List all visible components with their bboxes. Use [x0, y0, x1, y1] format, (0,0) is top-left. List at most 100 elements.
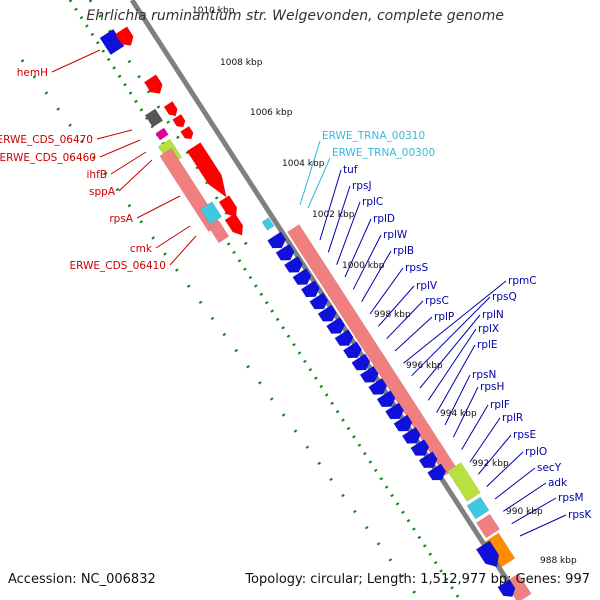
- reverse-cds: [475, 540, 500, 568]
- trna-label: ERWE_TRNA_00310: [322, 130, 425, 142]
- leader-line: [394, 316, 433, 352]
- gene-label-right: adk: [548, 477, 568, 489]
- forward-cds: [114, 26, 134, 46]
- reverse-cds: [300, 280, 320, 298]
- gene-label-right: rplV: [416, 280, 438, 292]
- scale-tick-label: 1010 kbp: [192, 6, 235, 16]
- gene-label-right: rpsE: [513, 429, 536, 441]
- gene-label-right: tuf: [343, 164, 358, 176]
- gene-label-left: cmk: [130, 243, 153, 255]
- leader-line: [494, 467, 536, 500]
- leader-line: [386, 300, 424, 340]
- gene-bar: [504, 573, 532, 600]
- gene-label-right: rplB: [393, 245, 414, 257]
- leader-line: [519, 514, 567, 537]
- leader-line: [486, 451, 524, 488]
- leader-line: [452, 386, 479, 438]
- gene-label-right: rpsN: [472, 369, 496, 381]
- scale-tick-label: 992 kbp: [472, 459, 509, 469]
- reverse-cds: [368, 377, 388, 395]
- leader-line: [155, 225, 191, 249]
- gene-label-right: rpsS: [405, 262, 428, 274]
- gene-label-right: rplC: [362, 196, 383, 208]
- scale-tick-label: 996 kbp: [406, 361, 443, 371]
- leader-line: [427, 328, 477, 401]
- gene-label-right: rpsK: [568, 509, 592, 521]
- gene-label-left: sppA: [89, 186, 116, 198]
- scale-tick-label: 1002 kbp: [312, 210, 355, 220]
- forward-cds: [224, 213, 244, 236]
- reverse-cds: [385, 402, 405, 420]
- leader-line: [336, 201, 361, 265]
- gene-label-right: rplE: [477, 339, 498, 351]
- scale-tick-label: 1004 kbp: [282, 159, 325, 169]
- forward-cds: [180, 125, 194, 140]
- gene-label-left: hemH: [17, 67, 48, 79]
- gene-label-left: ERWE_CDS_06470: [0, 134, 93, 146]
- trna-feature: [261, 217, 275, 231]
- reverse-cds: [342, 341, 362, 359]
- scale-tick-label: 990 kbp: [506, 507, 543, 517]
- reverse-cds: [376, 390, 396, 408]
- reverse-cds: [427, 463, 447, 481]
- reverse-cds: [334, 329, 354, 347]
- leader-line: [352, 234, 382, 290]
- reverse-cds: [275, 243, 295, 261]
- leader-line: [299, 140, 321, 206]
- leader-line: [403, 280, 507, 364]
- genome-title: Ehrlichia ruminantium str. Welgevonden, …: [86, 8, 504, 24]
- gene-label-right: rplO: [525, 446, 547, 458]
- gene-bar: [476, 513, 500, 539]
- forward-cds: [186, 142, 227, 198]
- leader-line: [327, 185, 351, 253]
- gene-label-right: rplF: [490, 399, 510, 411]
- gene-bar: [208, 220, 230, 244]
- gene-label-right: rplD: [373, 213, 395, 225]
- gene-label-left: ERWE_CDS_06460: [0, 152, 96, 164]
- reverse-cds: [309, 292, 329, 310]
- leader-line: [169, 235, 197, 266]
- gene-label-right: rpmC: [508, 275, 537, 287]
- leader-line: [419, 314, 481, 389]
- leader-line: [469, 417, 501, 463]
- reverse-cds: [410, 439, 430, 456]
- gene-label-right: rplX: [478, 323, 499, 335]
- gene-label-right: rplR: [502, 412, 523, 424]
- leader-line: [118, 159, 153, 192]
- reverse-cds: [497, 579, 516, 597]
- reverse-cds: [317, 304, 337, 322]
- reverse-cds: [99, 28, 125, 56]
- reverse-cds: [401, 426, 421, 444]
- scale-tick-label: 1000 kbp: [342, 261, 385, 271]
- accession-text: Accession: NC_006832: [8, 572, 156, 587]
- gene-label-left: rpsA: [109, 213, 133, 225]
- gene-label-left: ERWE_CDS_06410: [69, 260, 166, 272]
- scale-tick-label: 994 kbp: [440, 409, 477, 419]
- gene-label-right: rpsJ: [352, 180, 372, 192]
- leader-line: [110, 151, 147, 175]
- leader-line: [503, 482, 547, 512]
- leader-line: [307, 157, 331, 209]
- leader-line: [461, 404, 489, 450]
- leader-line: [477, 434, 512, 475]
- leader-line: [361, 250, 392, 302]
- reverse-cds: [292, 268, 312, 285]
- genome-summary: Topology: circular; Length: 1,512,977 bp…: [245, 572, 590, 587]
- reverse-cds: [326, 316, 346, 334]
- gene-label-right: rpsH: [480, 381, 504, 393]
- cds-gray: [144, 108, 164, 128]
- leader-line: [344, 218, 372, 278]
- leader-line: [319, 169, 342, 241]
- forward-cds: [172, 113, 186, 128]
- gene-label-left: ihfB: [87, 169, 107, 181]
- gene-label-right: rplW: [383, 229, 408, 241]
- forward-cds: [218, 195, 238, 218]
- leader-line: [99, 139, 141, 158]
- scale-tick-label: 1008 kbp: [220, 58, 263, 68]
- leader-line: [411, 296, 491, 377]
- leader-line: [369, 267, 404, 315]
- gene-label-right: rplP: [434, 311, 454, 323]
- reverse-cds: [359, 365, 379, 383]
- scale-tick-label: 1006 kbp: [250, 108, 293, 118]
